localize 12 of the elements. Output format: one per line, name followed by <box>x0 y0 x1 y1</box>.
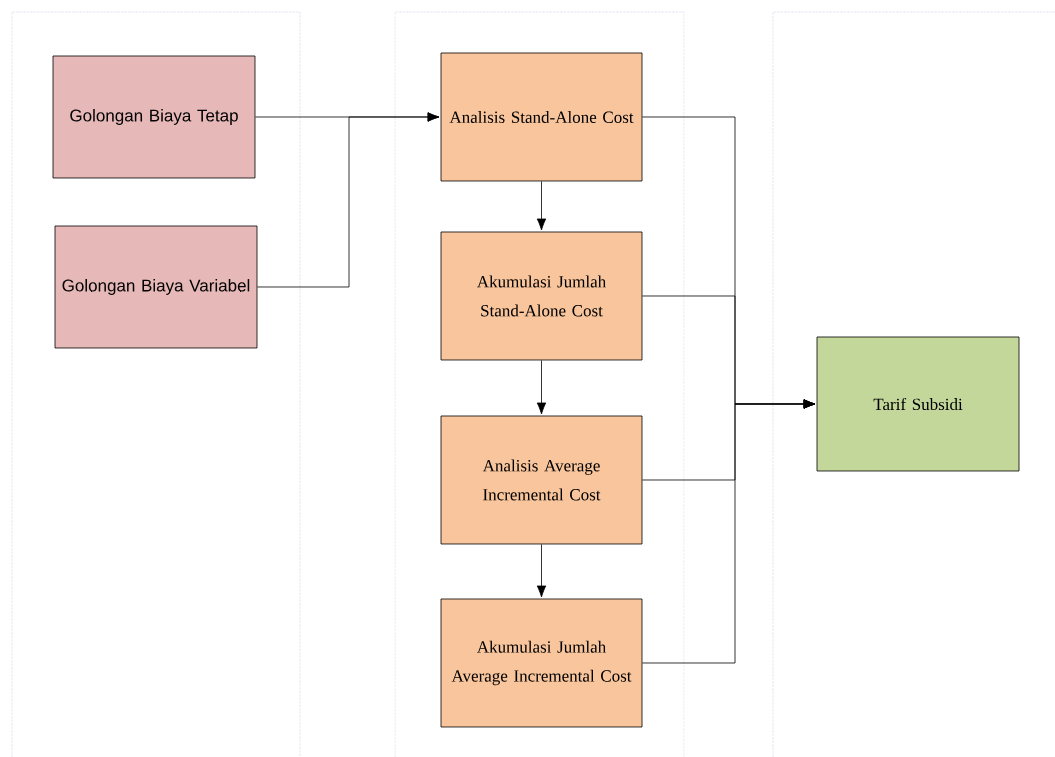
process-box: Golongan Biaya Variabel <box>54 225 258 349</box>
process-box: Tarif Subsidi <box>816 336 1020 472</box>
arrow <box>257 112 440 288</box>
process-box: Analisis Average Incremental Cost <box>440 415 643 545</box>
arrow <box>642 399 816 664</box>
arrow <box>536 360 547 415</box>
process-box: Akumulasi Jumlah Stand-Alone Cost <box>440 231 643 361</box>
arrow <box>536 181 547 231</box>
process-box: Akumulasi Jumlah Average Incremental Cost <box>440 598 643 728</box>
arrow <box>536 544 547 598</box>
process-box: Golongan Biaya Tetap <box>52 55 256 179</box>
process-box: Analisis Stand-Alone Cost <box>440 52 643 182</box>
